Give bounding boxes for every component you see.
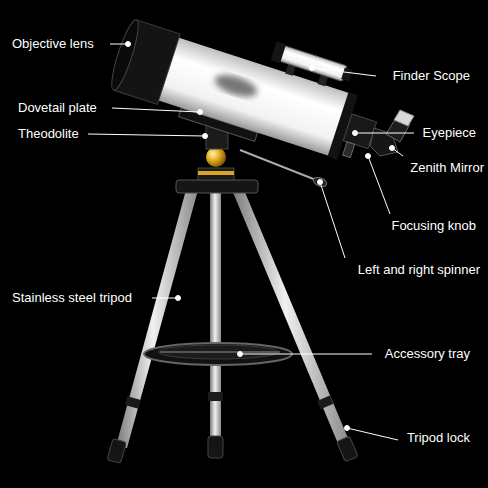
part-label: Dovetail plate [18, 100, 97, 116]
part-label: Objective lens [12, 36, 94, 52]
part-label: Accessory tray [385, 346, 470, 362]
part-label: Finder Scope [393, 68, 470, 84]
part-label: Theodolite [18, 126, 79, 142]
part-label: Left and right spinner [358, 262, 480, 278]
part-label: Eyepiece [423, 125, 476, 141]
tripod-legs [107, 190, 358, 463]
telescope-tube [105, 0, 390, 175]
part-label: Zenith Mirror [410, 160, 484, 176]
part-label: Tripod lock [407, 430, 470, 446]
leader-lines [88, 42, 414, 441]
part-label: Focusing knob [391, 218, 476, 234]
part-label: Stainless steel tripod [12, 290, 132, 306]
